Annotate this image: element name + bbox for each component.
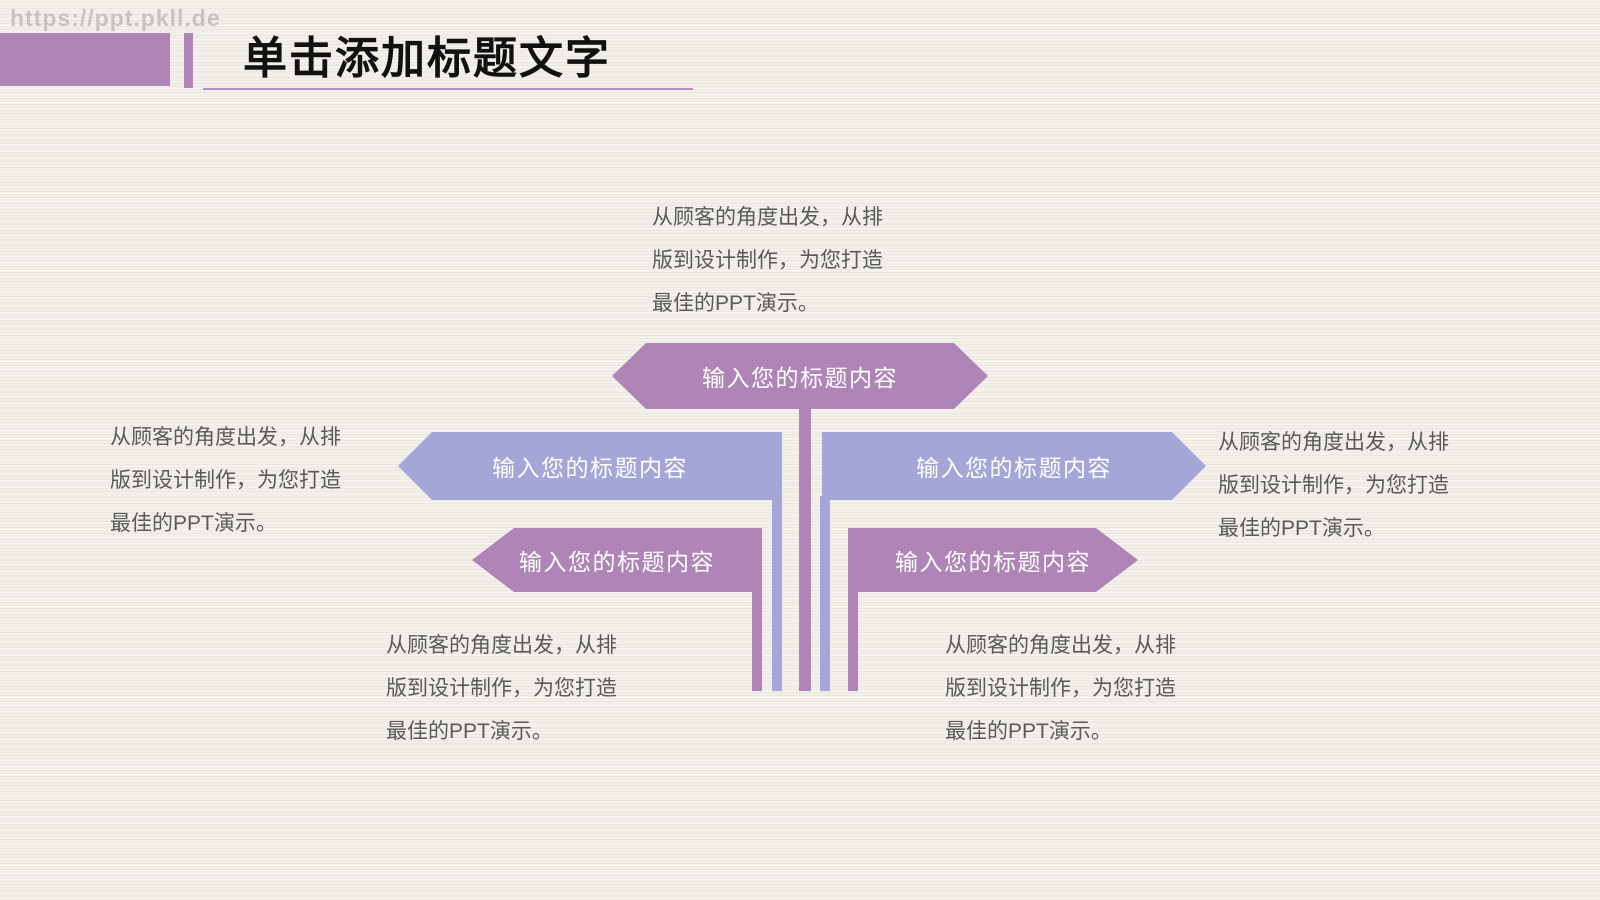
connector-stem-mid-right — [820, 496, 830, 691]
title-underline — [203, 88, 693, 90]
description-line: 从顾客的角度出发，从排 — [110, 426, 341, 449]
description-top: 从顾客的角度出发，从排 版到设计制作，为您打造 最佳的PPT演示。 — [652, 196, 962, 325]
diagram-node-top: 输入您的标题内容 — [612, 343, 988, 409]
description-line: 最佳的PPT演示。 — [110, 512, 277, 535]
description-left: 从顾客的角度出发，从排 版到设计制作，为您打造 最佳的PPT演示。 — [110, 416, 420, 545]
connector-stem-low-right — [848, 588, 858, 691]
description-line: 从顾客的角度出发，从排 — [945, 634, 1176, 657]
diagram-node-top-label: 输入您的标题内容 — [702, 365, 898, 391]
diagram-node-low-left-label: 输入您的标题内容 — [519, 549, 715, 575]
description-line: 从顾客的角度出发，从排 — [386, 634, 617, 657]
diagram-node-mid-left: 输入您的标题内容 — [398, 432, 782, 500]
description-line: 最佳的PPT演示。 — [652, 292, 819, 315]
diagram-node-mid-right: 输入您的标题内容 — [822, 432, 1206, 500]
connector-stem-mid-left — [772, 496, 782, 691]
description-line: 版到设计制作，为您打造 — [945, 677, 1176, 700]
description-line: 版到设计制作，为您打造 — [110, 469, 341, 492]
connector-stem-low-left — [752, 588, 762, 691]
diagram-node-mid-right-label: 输入您的标题内容 — [916, 455, 1112, 481]
diagram-node-mid-left-label: 输入您的标题内容 — [492, 455, 688, 481]
description-line: 最佳的PPT演示。 — [386, 720, 553, 743]
diagram-node-low-left: 输入您的标题内容 — [472, 528, 762, 592]
header-accent-bar — [184, 33, 193, 88]
description-line: 从顾客的角度出发，从排 — [652, 206, 883, 229]
description-line: 从顾客的角度出发，从排 — [1218, 431, 1449, 454]
connector-stem-center — [799, 404, 811, 691]
watermark-url: https://ppt.pkll.de — [10, 5, 221, 31]
diagram-node-low-right-label: 输入您的标题内容 — [895, 549, 1091, 575]
description-line: 最佳的PPT演示。 — [945, 720, 1112, 743]
description-line: 版到设计制作，为您打造 — [386, 677, 617, 700]
description-bottom-left: 从顾客的角度出发，从排 版到设计制作，为您打造 最佳的PPT演示。 — [386, 624, 696, 753]
description-bottom-right: 从顾客的角度出发，从排 版到设计制作，为您打造 最佳的PPT演示。 — [945, 624, 1255, 753]
page-title: 单击添加标题文字 — [243, 34, 611, 83]
description-right: 从顾客的角度出发，从排 版到设计制作，为您打造 最佳的PPT演示。 — [1218, 421, 1528, 550]
description-line: 版到设计制作，为您打造 — [1218, 474, 1449, 497]
description-line: 最佳的PPT演示。 — [1218, 517, 1385, 540]
header-accent-block — [0, 33, 170, 86]
diagram-node-low-right: 输入您的标题内容 — [848, 528, 1138, 592]
description-line: 版到设计制作，为您打造 — [652, 249, 883, 272]
